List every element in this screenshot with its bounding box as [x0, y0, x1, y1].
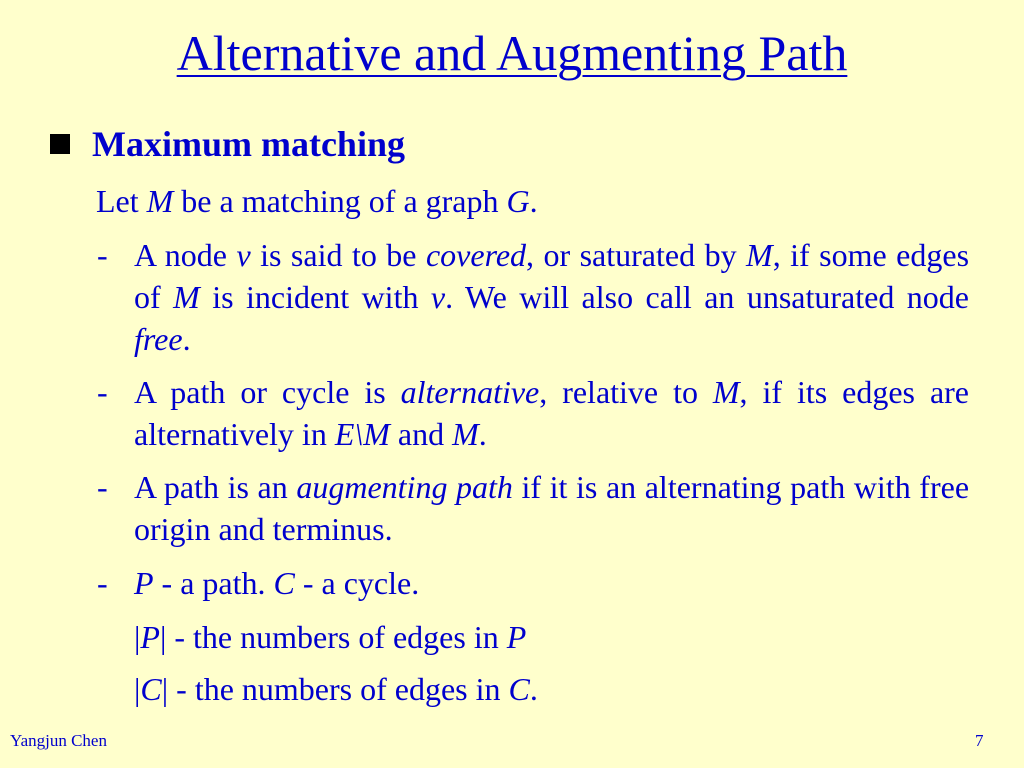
term-emphasis: covered: [425, 237, 527, 273]
text-run: - a path.: [153, 565, 274, 601]
math-var: G: [506, 183, 530, 219]
text-run: , if some edges of: [134, 237, 970, 315]
text-run: A node: [134, 237, 237, 273]
bullet-heading: Maximum matching: [50, 122, 405, 166]
square-bullet-icon: [50, 134, 70, 154]
math-var: P: [134, 565, 154, 601]
dash-marker: -: [97, 469, 108, 505]
text-run: |: [159, 619, 167, 655]
text-run: .: [529, 671, 538, 707]
dash-marker: -: [97, 565, 108, 601]
text-run: A path or cycle is: [134, 374, 401, 410]
intro-line: Let M be a matching of a graph G.: [96, 180, 538, 222]
text-run: , or saturated by: [526, 237, 747, 273]
text-run: - a cycle.: [294, 565, 420, 601]
text-run: |: [134, 619, 141, 655]
list-item-text: P - a path. C - a cycle.: [134, 562, 969, 604]
text-run: .: [478, 416, 487, 452]
text-run: |: [134, 671, 141, 707]
term-emphasis: alternative: [400, 374, 540, 410]
math-var: M: [173, 279, 200, 315]
math-var: M: [146, 183, 174, 219]
math-var: v: [430, 279, 446, 315]
text-run: .: [529, 183, 538, 219]
text-run: is incident with: [199, 279, 431, 315]
list-item-text: A path is an augmenting path if it is an…: [134, 466, 969, 550]
text-run: .: [182, 321, 191, 357]
bullet-heading-text: Maximum matching: [92, 124, 405, 164]
footer-author: Yangjun Chen: [10, 731, 107, 750]
text-run: , if its edges are alternatively in: [134, 374, 969, 452]
math-var: P: [140, 619, 160, 655]
text-run: - the numbers of edges in: [166, 619, 507, 655]
text-run: is said to be: [250, 237, 426, 273]
text-run: Let: [96, 183, 147, 219]
path-edge-count: |P| - the numbers of edges in P: [134, 616, 526, 658]
math-var: v: [236, 237, 251, 273]
math-var: C: [140, 671, 162, 707]
term-emphasis: augmenting path: [296, 469, 513, 505]
list-item-text: A node v is said to be covered, or satur…: [134, 234, 969, 360]
text-run: |: [161, 671, 169, 707]
math-var: E\M: [334, 416, 390, 452]
term-emphasis: free: [134, 321, 183, 357]
text-run: if it is an alternating path with free o…: [134, 469, 970, 547]
text-run: A path is an: [134, 469, 297, 505]
math-var: C: [508, 671, 530, 707]
math-var: M: [712, 374, 740, 410]
dash-marker: -: [97, 237, 108, 273]
list-item-text: A path or cycle is alternative, relative…: [134, 371, 969, 455]
text-run: and: [389, 416, 453, 452]
text-run: be a matching of a graph: [173, 183, 507, 219]
math-var: P: [506, 619, 527, 655]
text-run: . We will also call an unsaturated node: [445, 279, 970, 315]
text-run: - the numbers of edges in: [168, 671, 509, 707]
math-var: M: [746, 237, 773, 273]
slide-title: Alternative and Augmenting Path: [176, 25, 848, 81]
footer-page-number: 7: [975, 731, 984, 750]
math-var: C: [273, 565, 295, 601]
math-var: M: [452, 416, 479, 452]
cycle-edge-count: |C| - the numbers of edges in C.: [134, 668, 538, 710]
dash-marker: -: [97, 374, 108, 410]
text-run: , relative to: [539, 374, 713, 410]
